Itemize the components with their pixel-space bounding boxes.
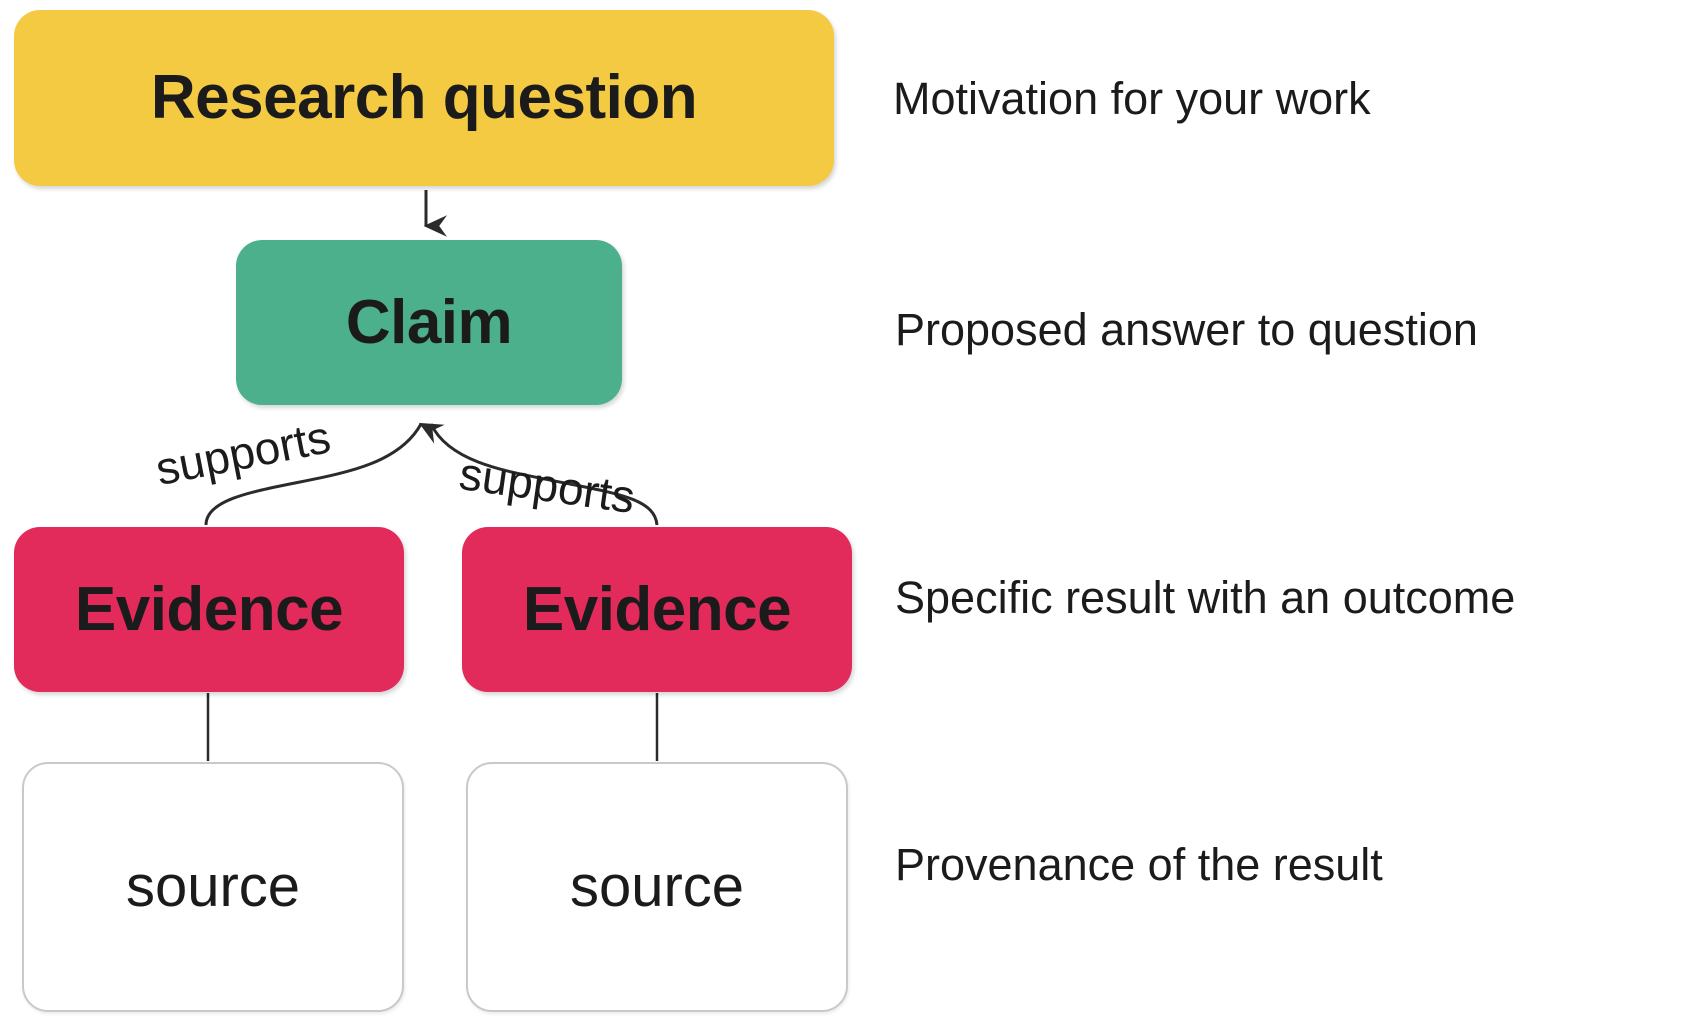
node-source-1[interactable]: source	[22, 762, 404, 1012]
node-claim-label: Claim	[345, 287, 513, 357]
node-evidence-1-label: Evidence	[74, 574, 344, 644]
node-source-2-label: source	[569, 854, 745, 919]
node-research-question-label: Research question	[150, 63, 698, 132]
node-source-1-label: source	[125, 854, 301, 919]
node-claim[interactable]: Claim	[236, 240, 622, 405]
annotation-source: Provenance of the result	[895, 839, 1383, 890]
edge-label-supports-1: supports	[151, 410, 335, 496]
node-evidence-2-label: Evidence	[522, 574, 792, 644]
node-evidence-1[interactable]: Evidence	[14, 527, 404, 692]
annotation-research-question: Motivation for your work	[893, 73, 1371, 124]
edge-label-supports-2: supports	[456, 447, 639, 524]
annotation-claim: Proposed answer to question	[895, 304, 1478, 355]
node-evidence-2[interactable]: Evidence	[462, 527, 852, 692]
node-source-2[interactable]: source	[466, 762, 848, 1012]
node-research-question[interactable]: Research question	[14, 10, 834, 186]
annotation-evidence: Specific result with an outcome	[895, 572, 1516, 623]
